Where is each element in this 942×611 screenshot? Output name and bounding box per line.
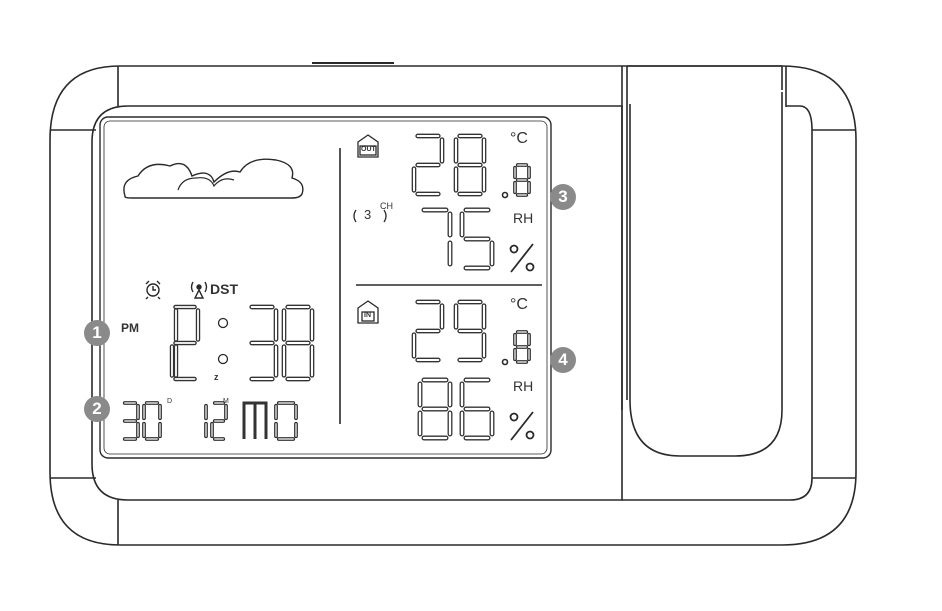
callout-1: 1 [84,320,110,346]
percent-icon [509,243,535,441]
outdoor-decimal [501,191,509,199]
outdoor-temp-digit [513,163,531,197]
channel-indicator [353,209,387,223]
indoor-temp-unit: °C [510,296,528,313]
indoor-decimal [501,358,509,366]
channel-label: CH [380,201,393,211]
time-digit [173,308,179,378]
indoor-humidity-digit [417,377,453,441]
indoor-label: IN [364,312,371,319]
lcd-screen [99,116,552,459]
outdoor-temp-unit: °C [510,130,528,147]
date-day-digit [142,401,162,441]
date-month-digit [204,403,208,439]
alarm-clock-icon [145,280,161,300]
segment-digits [122,133,531,441]
outdoor-humidity-unit: RH [513,210,534,226]
radio-signal-icon [190,281,208,299]
device-body [49,65,857,546]
indoor-temp-digit [513,330,531,364]
house-out-icon [357,134,379,158]
month-mark: M [223,398,229,405]
dst-indicator: DST [210,281,238,297]
outdoor-temp-digit [453,133,487,197]
pm-indicator: PM [121,321,139,335]
outdoor-temp-digit [411,133,445,197]
channel-value: 3 [364,207,372,222]
house-in-icon [357,300,379,324]
weekday-letter [274,401,298,441]
front-frame [91,105,623,501]
indoor-temp-digit [411,299,445,363]
weekday-letter [242,401,268,439]
time-digit [169,304,201,382]
outdoor-humidity-digit [459,207,495,271]
cloud-icon [123,158,304,199]
callout-4: 4 [550,347,576,373]
date-day-digit [122,401,140,441]
day-mark: D [167,398,173,405]
callout-2: 2 [84,396,110,422]
date-month-digit [210,401,228,441]
outdoor-label: OUT [361,146,376,153]
outdoor-humidity-digit [421,207,453,267]
time-digit [281,304,315,382]
callout-3: 3 [550,184,576,210]
sleep-zz-indicator: z [214,372,219,382]
indoor-humidity-digit [459,377,495,441]
indoor-temp-digit [453,299,487,363]
indoor-humidity-unit: RH [513,378,534,394]
time-digit [249,304,279,382]
projector-lens [629,92,783,457]
time-colon [217,317,229,365]
